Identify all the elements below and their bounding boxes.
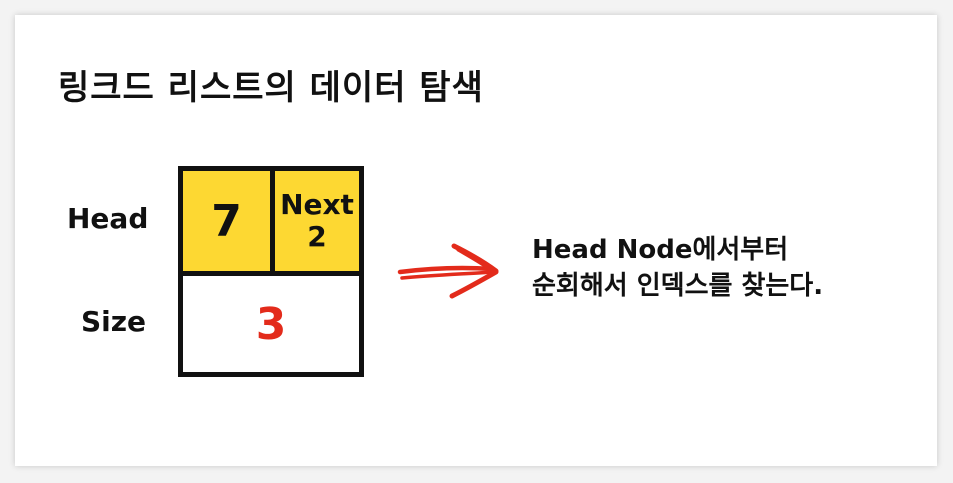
node-divider bbox=[183, 271, 359, 276]
node-next-label: Next bbox=[280, 188, 354, 221]
arrow-right-icon bbox=[397, 243, 499, 299]
linked-list-node: 7 Next 2 3 bbox=[178, 166, 364, 377]
page-title: 링크드 리스트의 데이터 탐색 bbox=[58, 68, 484, 108]
node-next-cell: Next 2 bbox=[275, 171, 359, 271]
node-value-cell: 7 bbox=[183, 171, 275, 271]
node-size-cell: 3 bbox=[183, 276, 359, 372]
size-label: Size bbox=[81, 305, 147, 338]
node-size-value: 3 bbox=[255, 298, 287, 350]
head-label: Head bbox=[67, 202, 149, 235]
diagram-card bbox=[15, 15, 937, 466]
node-next-value: 2 bbox=[307, 220, 327, 253]
description-line-1: Head Node에서부터 bbox=[532, 235, 789, 265]
node-value: 7 bbox=[211, 195, 242, 247]
description-line-2: 순회해서 인덱스를 찾는다. bbox=[532, 271, 824, 301]
description-text: Head Node에서부터 순회해서 인덱스를 찾는다. bbox=[532, 232, 823, 304]
